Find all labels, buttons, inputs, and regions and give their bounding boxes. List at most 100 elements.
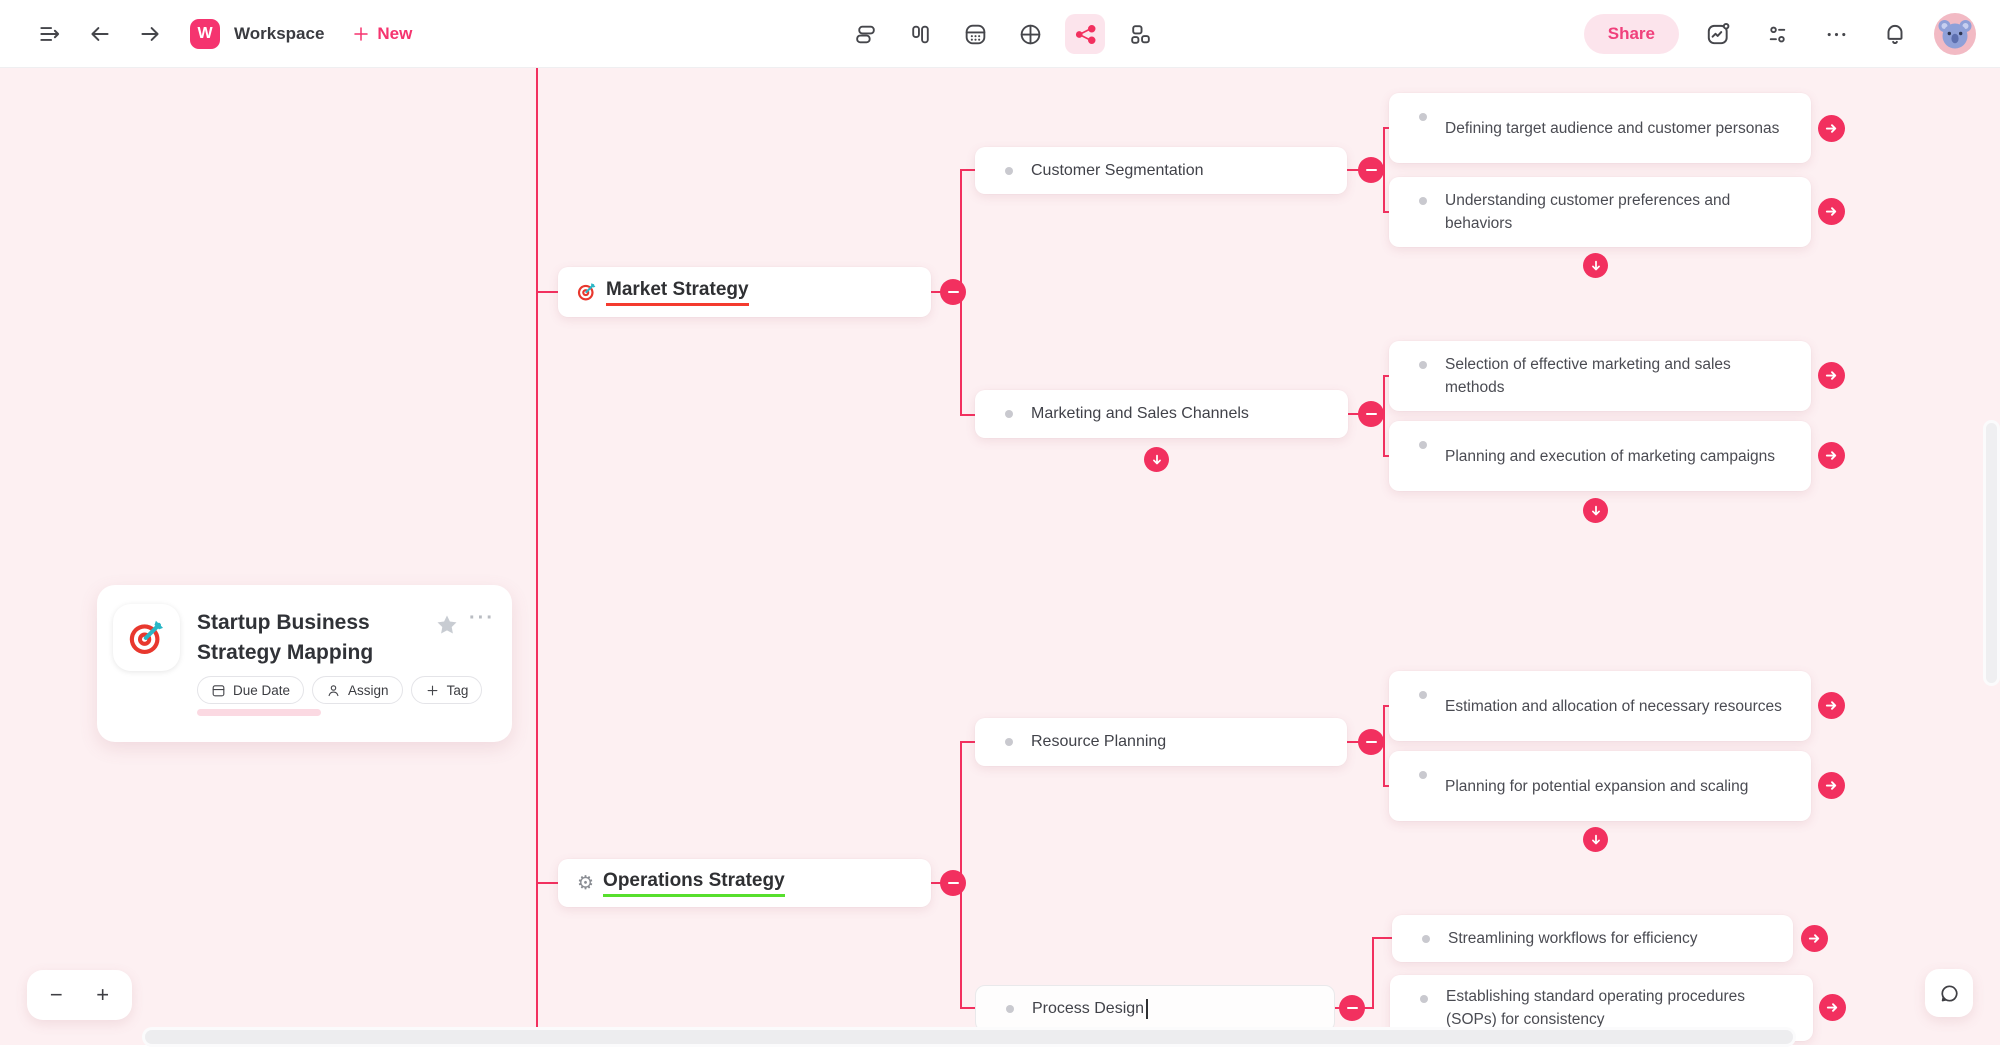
doc-card[interactable]: Startup Business Strategy Mapping ··· Du… [97, 585, 512, 742]
add-below-button[interactable] [1583, 827, 1608, 852]
doc-progress-bar [197, 709, 321, 716]
connector-line [1383, 455, 1390, 457]
expand-button[interactable] [1818, 692, 1845, 719]
mindmap-canvas[interactable]: Market Strategy ⚙ Operations Strategy Cu… [0, 68, 2000, 1049]
leaf-label: Selection of effective marketing and sal… [1445, 356, 1731, 396]
zoom-out-button[interactable]: − [39, 978, 73, 1012]
frame-view-icon[interactable] [1120, 14, 1160, 54]
expand-button[interactable] [1818, 442, 1845, 469]
top-toolbar: W Workspace New Share [0, 0, 2000, 68]
add-below-button[interactable] [1583, 498, 1608, 523]
target-emoji-icon [129, 620, 163, 654]
collapse-button-market-strategy[interactable] [940, 279, 966, 305]
forward-icon[interactable] [130, 14, 170, 54]
list-view-icon[interactable] [845, 14, 885, 54]
node-label: Market Strategy [606, 279, 749, 306]
bullet-dot [1419, 113, 1427, 121]
node-market-strategy[interactable]: Market Strategy [558, 267, 931, 317]
koala-avatar-icon [1938, 20, 1972, 49]
vertical-scrollbar[interactable] [1986, 423, 1997, 683]
bullet-dot [1005, 410, 1013, 418]
add-below-button[interactable] [1144, 447, 1169, 472]
add-below-button[interactable] [1583, 253, 1608, 278]
avatar[interactable] [1934, 13, 1976, 55]
mindmap-view-icon[interactable] [1065, 14, 1105, 54]
leaf-label: Planning and execution of marketing camp… [1445, 447, 1776, 465]
connector-line [1383, 127, 1390, 129]
bullet-dot [1005, 166, 1013, 175]
connector-line [537, 291, 558, 293]
expand-button[interactable] [1818, 115, 1845, 142]
node-customer-segmentation[interactable]: Customer Segmentation [975, 147, 1347, 194]
connector-line [1383, 375, 1385, 457]
collapse-button-resource-planning[interactable] [1358, 729, 1384, 755]
plus-icon [354, 27, 369, 41]
leaf-planning-expansion[interactable]: Planning for potential expansion and sca… [1389, 751, 1811, 821]
leaf-estimation-resources[interactable]: Estimation and allocation of necessary r… [1389, 671, 1811, 741]
collapse-button-marketing-sales[interactable] [1358, 401, 1384, 427]
leaf-label: Understanding customer preferences and b… [1445, 192, 1731, 232]
leaf-selection-marketing-methods[interactable]: Selection of effective marketing and sal… [1389, 341, 1811, 411]
bullet-dot [1005, 738, 1013, 746]
collapse-button-process-design[interactable] [1339, 995, 1365, 1021]
node-label: Marketing and Sales Channels [1031, 405, 1249, 422]
leaf-understanding-preferences[interactable]: Understanding customer preferences and b… [1389, 177, 1811, 247]
horizontal-scrollbar[interactable] [145, 1030, 1793, 1044]
node-marketing-sales-channels[interactable]: Marketing and Sales Channels [975, 390, 1348, 438]
table-view-icon[interactable] [955, 14, 995, 54]
collapse-button-customer-segmentation[interactable] [1358, 157, 1384, 183]
bullet-dot [1419, 691, 1427, 699]
sidebar-toggle-icon[interactable] [30, 14, 70, 54]
connector-line [1372, 937, 1374, 1009]
back-icon[interactable] [80, 14, 120, 54]
node-operations-strategy[interactable]: ⚙ Operations Strategy [558, 859, 931, 907]
kanban-view-icon[interactable] [900, 14, 940, 54]
leaf-planning-campaigns[interactable]: Planning and execution of marketing camp… [1389, 421, 1811, 491]
leaf-streamlining-workflows[interactable]: Streamlining workflows for efficiency [1392, 915, 1793, 962]
expand-button[interactable] [1818, 198, 1845, 225]
connector-line [960, 1007, 975, 1009]
node-resource-planning[interactable]: Resource Planning [975, 718, 1347, 766]
notifications-icon[interactable] [1875, 14, 1915, 54]
connector-line [960, 169, 975, 171]
zoom-panel: − + [27, 970, 132, 1020]
leaf-label: Estimation and allocation of necessary r… [1445, 697, 1782, 715]
connector-line [1372, 937, 1392, 939]
chat-button[interactable] [1925, 969, 1973, 1017]
quadrant-view-icon[interactable] [1010, 14, 1050, 54]
zoom-in-button[interactable]: + [86, 978, 120, 1012]
workspace-name[interactable]: Workspace [234, 24, 325, 43]
member-settings-icon[interactable] [1757, 14, 1797, 54]
bullet-dot [1419, 441, 1427, 449]
share-button[interactable]: Share [1583, 14, 1679, 54]
collapse-button-operations-strategy[interactable] [940, 870, 966, 896]
node-process-design[interactable]: Process Design [975, 985, 1335, 1032]
connector-line [1383, 705, 1390, 707]
expand-button[interactable] [1801, 925, 1828, 952]
chat-bubble-icon [1940, 984, 1958, 1001]
connector-line [960, 741, 975, 743]
more-icon[interactable] [1816, 14, 1856, 54]
activity-icon[interactable] [1698, 14, 1738, 54]
leaf-defining-target-audience[interactable]: Defining target audience and customer pe… [1389, 93, 1811, 163]
expand-button[interactable] [1819, 994, 1846, 1021]
connector-line [1383, 785, 1390, 787]
view-switcher [845, 0, 1160, 68]
connector-line [536, 68, 538, 1049]
new-doc-button[interactable]: New [352, 24, 412, 44]
person-icon [328, 684, 339, 696]
bullet-dot [1419, 771, 1427, 779]
workspace-badge[interactable]: W [190, 19, 220, 49]
expand-button[interactable] [1818, 772, 1845, 799]
node-label: Process Design [1032, 999, 1145, 1017]
leaf-label: Streamlining workflows for efficiency [1448, 930, 1698, 947]
due-date-chip[interactable]: Due Date [197, 676, 305, 704]
connector-line [1383, 127, 1385, 213]
assign-chip[interactable]: Assign [312, 676, 403, 704]
add-tag-chip[interactable]: Tag [410, 676, 483, 704]
doc-more-icon[interactable]: ··· [469, 607, 495, 629]
expand-button[interactable] [1818, 362, 1845, 389]
node-label: Customer Segmentation [1031, 161, 1204, 179]
favorite-star-icon[interactable] [435, 613, 459, 642]
bullet-dot [1422, 934, 1430, 943]
